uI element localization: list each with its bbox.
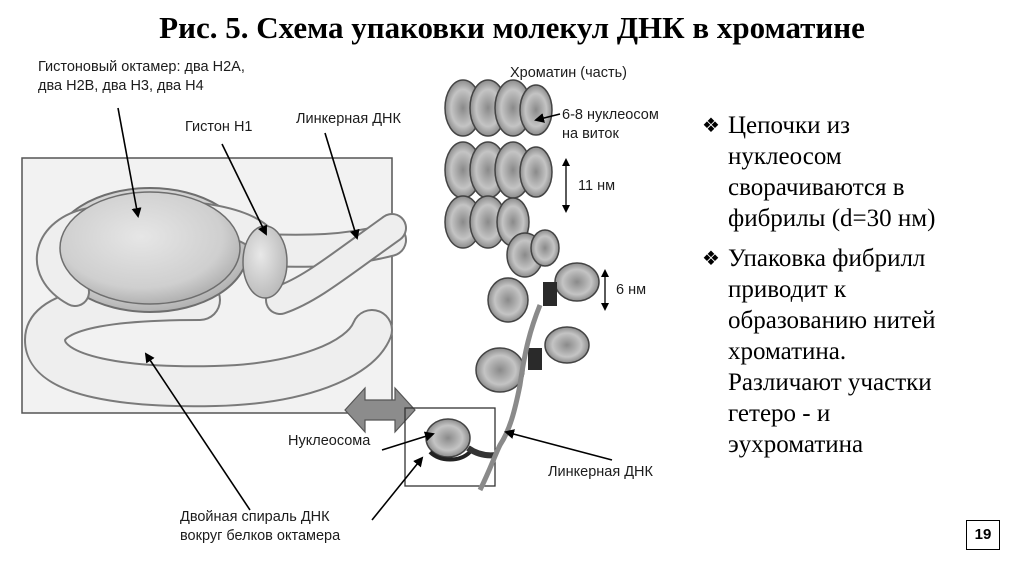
solenoid-row-1	[444, 79, 553, 137]
label-nucleosomes-per-turn-line-1: 6-8 нуклеосом	[562, 107, 659, 123]
bullet-1-line-1: Цепочки из	[728, 112, 850, 139]
label-chromatin-part: Хроматин (часть)	[510, 65, 628, 81]
label-linker-dna-bottom: Линкерная ДНК	[548, 464, 653, 480]
bullet-list: ❖ Цепочки из нуклеосом сворачиваются в ф…	[700, 110, 1020, 469]
label-double-helix: Двойная спираль ДНК вокруг белков октаме…	[180, 508, 340, 546]
bullet-2-line-5: Различают участки	[728, 369, 932, 396]
bullet-2-line-1: Упаковка фибрилл	[728, 245, 926, 272]
solenoid-row-2	[444, 141, 553, 199]
double-arrow-icon	[344, 386, 416, 434]
slide-title: Рис. 5. Схема упаковки молекул ДНК в хро…	[159, 10, 865, 45]
bullet-1-line-4: фибрилы (d=30 нм)	[728, 205, 936, 232]
label-nucleosomes-per-turn-line-2: на виток	[562, 126, 619, 142]
nucleosome-closeup	[21, 157, 407, 414]
label-double-helix-line-1: Двойная спираль ДНК	[180, 509, 330, 525]
bullet-item-1: ❖ Цепочки из нуклеосом сворачиваются в ф…	[700, 110, 1020, 234]
chromatin-fiber	[444, 79, 600, 492]
pointer-lines	[117, 107, 613, 521]
size-indicator-11nm	[562, 158, 570, 213]
label-nucleosome: Нуклеосома	[288, 433, 371, 449]
label-histone-octamer-line-1: Гистоновый октамер: два H2A,	[38, 59, 245, 75]
label-11nm: 11 нм	[578, 178, 616, 194]
bullet-1-line-3: сворачиваются в	[728, 174, 905, 201]
label-histone-h1: Гистон H1	[185, 119, 253, 135]
bullet-2-line-3: образованию нитей	[728, 307, 936, 334]
label-histone-octamer: Гистоновый октамер: два H2A, два H2B, дв…	[38, 58, 245, 96]
label-double-helix-line-2: вокруг белков октамера	[180, 528, 341, 544]
bullet-1-line-2: нуклеосом	[728, 143, 842, 170]
label-histone-octamer-line-2: два H2B, два H3, два H4	[38, 78, 204, 94]
diamond-bullet-icon: ❖	[702, 115, 720, 137]
label-linker-dna-top: Линкерная ДНК	[296, 111, 401, 127]
label-6nm: 6 нм	[616, 282, 647, 298]
bullet-item-2: ❖ Упаковка фибрилл приводит к образовани…	[700, 243, 1020, 460]
bullet-2-line-6: гетеро - и	[728, 400, 831, 427]
size-indicator-6nm	[601, 269, 609, 311]
label-nucleosomes-per-turn: 6-8 нуклеосом на виток	[562, 106, 659, 144]
bullet-2-line-7: эухроматина	[728, 431, 864, 458]
bullet-2-line-2: приводит к	[728, 276, 847, 303]
nucleosome-inset-box	[404, 407, 497, 487]
bullet-2-line-4: хроматина.	[728, 338, 847, 365]
slide-number: 19	[966, 520, 1000, 550]
diamond-bullet-icon: ❖	[702, 248, 720, 270]
